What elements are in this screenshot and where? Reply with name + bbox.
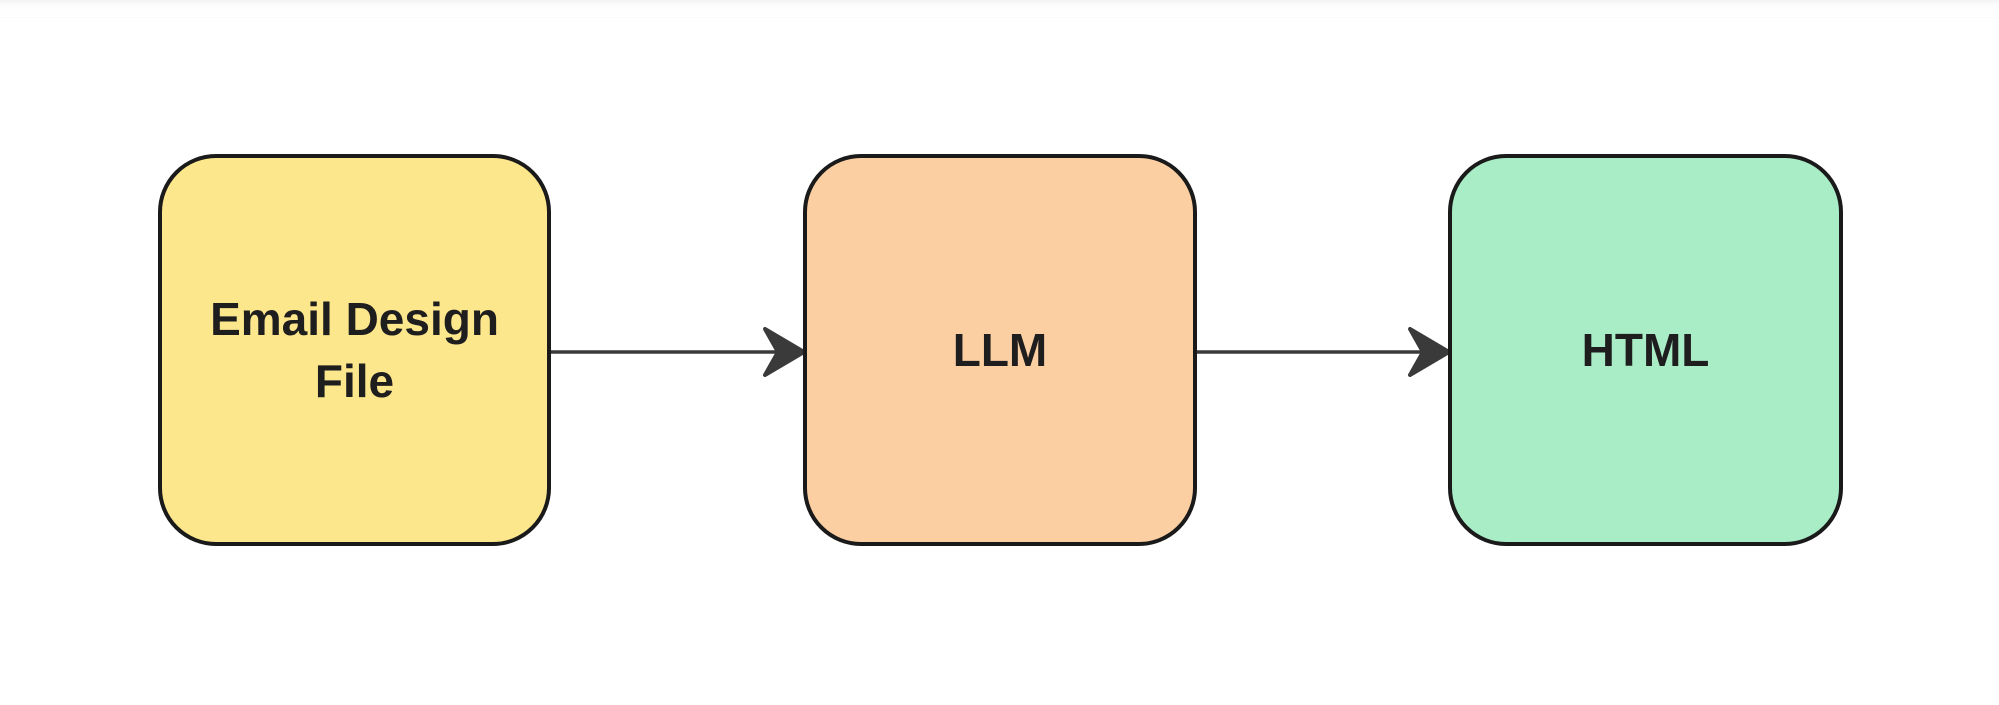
node-label-llm: LLM (952, 323, 1048, 376)
connector-arrow-llm-to-html (1197, 320, 1452, 384)
flow-node-html: HTML (1448, 154, 1843, 546)
window-top-edge (0, 0, 1999, 18)
node-label-html: HTML (1581, 323, 1710, 376)
node-label-email-design-file: Email Design File (210, 292, 499, 407)
right-arrow-icon (1197, 327, 1451, 377)
flow-node-email-design-file: Email Design File (158, 154, 551, 546)
connector-arrow-email-to-llm (551, 320, 807, 384)
flow-node-llm: LLM (803, 154, 1197, 546)
right-arrow-icon (551, 327, 806, 377)
